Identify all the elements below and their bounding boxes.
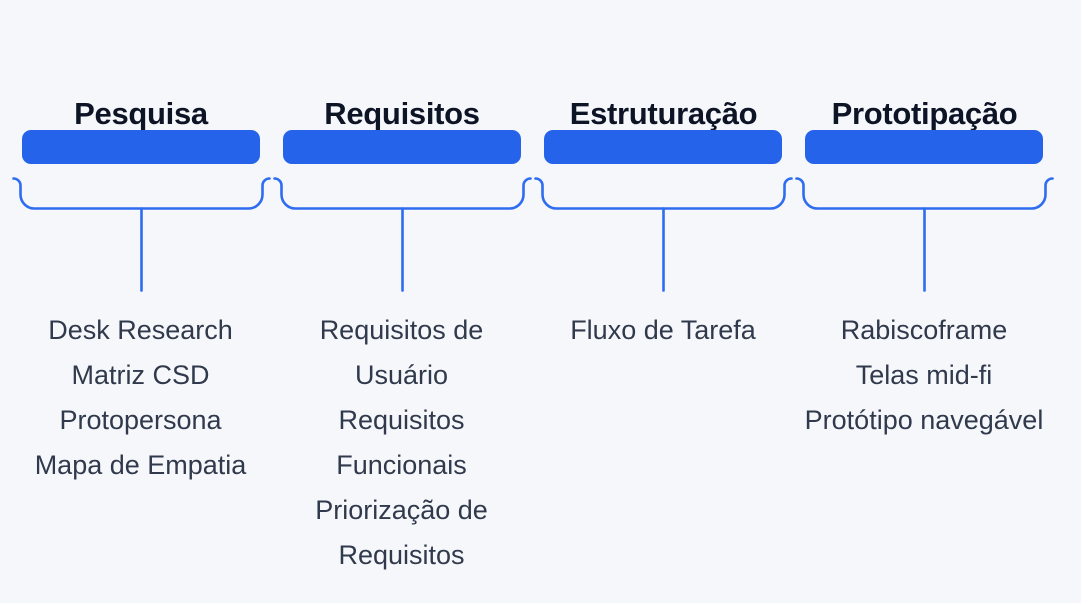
phase-item-line: Protopersona — [59, 405, 222, 435]
phase-item: Protopersona — [0, 398, 291, 443]
phase-item: Telas mid-fi — [774, 353, 1074, 398]
phase-item: Desk Research — [0, 308, 291, 353]
phase-item-line: Fluxo de Tarefa — [570, 315, 756, 345]
phase-bar — [805, 130, 1043, 164]
phase-item-line: Requisitos de — [319, 315, 484, 345]
phase-item-line: Priorização de — [315, 495, 488, 525]
phase-item-line: Usuário — [354, 360, 449, 390]
phase-item: Rabiscoframe — [774, 308, 1074, 353]
phase-bar — [282, 130, 521, 164]
phase-item-line: Requisitos — [338, 540, 465, 570]
phase-item-line: Matriz CSD — [71, 360, 210, 390]
phase-title: Prototipação — [831, 95, 1018, 131]
phase-item: Requisitos de Usuário — [252, 308, 552, 398]
phase-bar — [544, 130, 782, 164]
phase-title: Requisitos — [324, 95, 480, 131]
phase-item-line: Protótipo navegável — [804, 405, 1044, 435]
phase-item-line: Telas mid-fi — [855, 360, 993, 390]
phase-item-line: Rabiscoframe — [840, 315, 1008, 345]
phase-column-3: Estruturação Fluxo de Tarefa — [533, 0, 794, 603]
bracket-connector-icon — [534, 177, 793, 292]
phase-item-line: Mapa de Empatia — [34, 450, 247, 480]
phase-item: Protótipo navegável — [774, 398, 1074, 443]
phase-bar — [21, 130, 260, 164]
phase-item-line: Funcionais — [336, 450, 467, 480]
bracket-connector-icon — [11, 177, 271, 292]
phase-item: Priorização de Requisitos — [252, 488, 552, 578]
phase-items: Fluxo de Tarefa — [513, 308, 813, 353]
phase-title: Pesquisa — [74, 95, 208, 131]
phase-item-line: Requisitos — [338, 405, 465, 435]
phase-item: Fluxo de Tarefa — [513, 308, 813, 353]
phase-item-line: Desk Research — [48, 315, 233, 345]
phase-title: Estruturação — [569, 95, 758, 131]
bracket-connector-icon — [795, 177, 1054, 292]
phase-item: Mapa de Empatia — [0, 443, 291, 488]
bracket-connector-icon — [272, 177, 532, 292]
phase-item: Matriz CSD — [0, 353, 291, 398]
